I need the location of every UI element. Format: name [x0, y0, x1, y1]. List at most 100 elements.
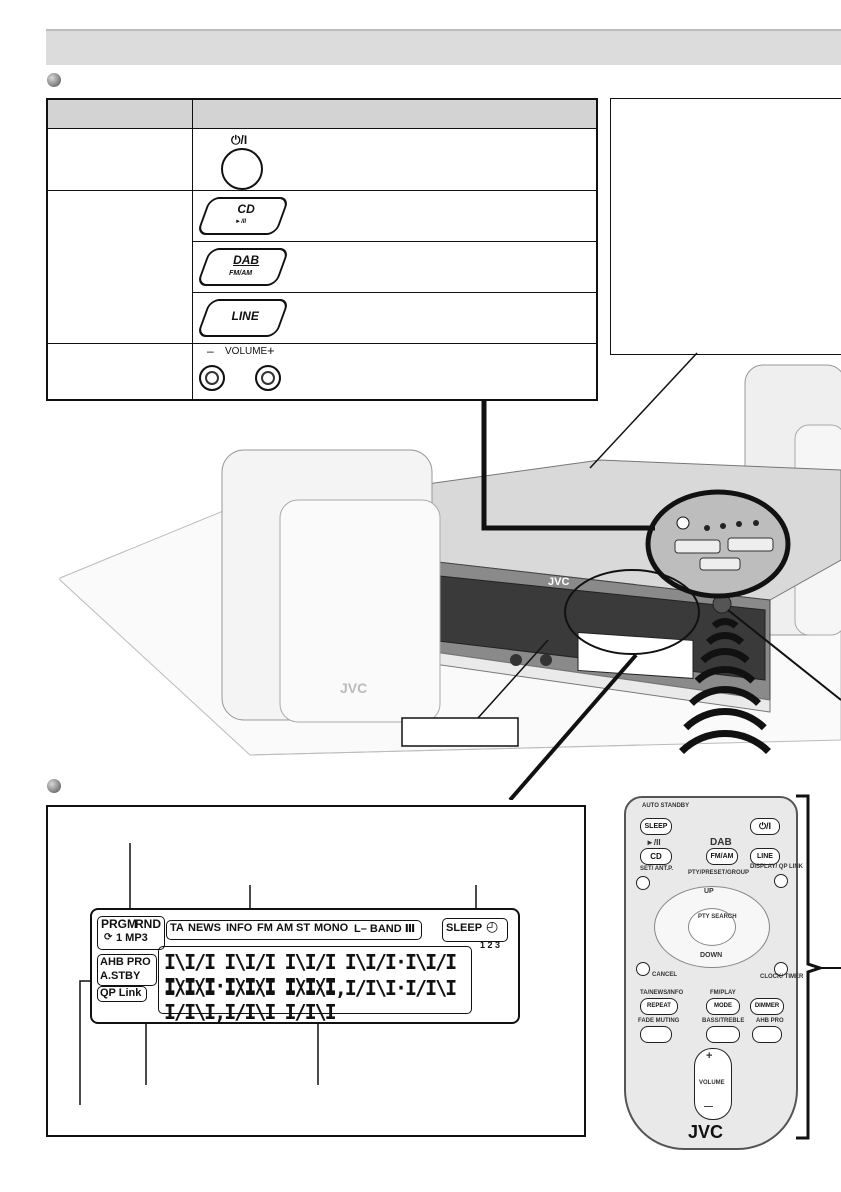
remote-line-button[interactable]: LINE	[750, 848, 780, 865]
sleep-group	[442, 918, 508, 942]
table-row: LINE	[47, 292, 598, 344]
remote-display-label: DISPLAY/ QP LINK	[750, 864, 804, 870]
lcd-rnd: RND	[135, 917, 161, 931]
prgm-rnd-group	[97, 916, 165, 950]
remote-set-label: SET/ ANT.P.	[640, 866, 674, 872]
lcd-lband: L– BAND Ⅲ	[354, 923, 416, 935]
callout-box	[610, 98, 841, 355]
remote-fmplay-label: FM/PLAY	[710, 990, 736, 996]
power-symbol-label: ⏻/I	[231, 132, 248, 147]
system-illustration: JVC JVC	[59, 352, 841, 800]
remote-dimmer-button[interactable]: DIMMER	[750, 998, 784, 1015]
lcd-prgm: PRGM	[101, 917, 137, 931]
left-speaker-front	[279, 499, 441, 723]
remote-display-button[interactable]	[774, 874, 788, 888]
remote-cd-button[interactable]: CD	[640, 848, 672, 865]
unit-jack-icon	[510, 654, 522, 666]
display-highlight	[564, 569, 700, 655]
timer-clock-icon: ◴	[486, 918, 499, 934]
sensor-pointer-line	[727, 609, 841, 701]
qp-link-group	[97, 986, 147, 1002]
table-cell: – VOLUME +	[192, 343, 598, 400]
display-pointer-line	[508, 653, 638, 800]
callout-pointer-line	[589, 352, 698, 469]
remote-ahb-pro-label: AHB PRO	[756, 1018, 784, 1024]
remote-ta-news-label: TA/NEWS/INFO	[640, 990, 684, 996]
section-header-bar	[46, 29, 841, 65]
character-display-group	[158, 946, 472, 1014]
unit-power-icon	[676, 516, 690, 530]
label-pointer-line	[477, 639, 549, 719]
ahb-astby-group	[97, 954, 157, 986]
remote-bass-treble-label: BASS/TREBLE	[702, 1018, 745, 1024]
remote-clock-label: CLOCK/ TIMER	[760, 974, 804, 980]
segment-row-2: I/I\I I/I\I I/I\I,I/I\I·I/I\I I/I\I,I/I\…	[164, 976, 457, 1024]
remote-ahb-pro-button[interactable]	[752, 1026, 782, 1043]
power-button-icon	[221, 147, 263, 190]
remote-cancel-label: CANCEL	[652, 972, 677, 978]
section-bullet-icon	[47, 73, 61, 87]
table-edge	[249, 744, 641, 756]
remote-down-label: DOWN	[700, 952, 723, 959]
lcd-am: AM	[276, 922, 294, 934]
volume-plus-label: +	[267, 343, 275, 359]
remote-pty-search-label: PTY SEARCH	[698, 914, 737, 920]
remote-volume-plus: +	[706, 1050, 713, 1062]
remote-fmam-button[interactable]: FM/AM	[706, 848, 738, 865]
segment-row-1: I\I/I I\I/I I\I/I I\I/I·I\I/I I\I/I·I\I/…	[164, 950, 457, 998]
remote-play-pause-label: ►/II	[646, 838, 661, 847]
remote-bracket	[796, 794, 841, 1140]
lcd-info: INFO	[226, 922, 253, 934]
table-cell: LINE	[192, 292, 598, 344]
remote-repeat-button[interactable]: REPEAT	[640, 998, 678, 1015]
remote-clock-button[interactable]	[774, 962, 788, 976]
tuner-indicator-group	[166, 920, 422, 940]
remote-brand-text: JVC	[688, 1122, 724, 1142]
remote-fade-muting-label: FADE MUTING	[638, 1018, 680, 1024]
lcd-astby: A.STBY	[100, 970, 141, 982]
remote-auto-standby-label: AUTO STANDBY	[642, 803, 690, 809]
remote-up-label: UP	[704, 888, 714, 895]
remote-dab-label: DAB	[710, 837, 732, 848]
lcd-news: NEWS	[188, 922, 221, 934]
speaker-brand-text: JVC	[340, 680, 367, 696]
remote-pty-label: PTY/PRESET/GROUP	[688, 870, 750, 876]
remote-volume-rocker[interactable]	[694, 1048, 732, 1120]
remote-control: AUTO STANDBY SLEEP ⏻/I ►/II DAB CD FM/AM…	[624, 796, 803, 1150]
signal-waves-icon	[640, 618, 800, 798]
remote-volume-minus: —	[704, 1101, 713, 1111]
controls-pointer-line	[481, 400, 655, 531]
lcd-mono: MONO	[314, 922, 349, 934]
volume-up-knob-icon	[255, 365, 281, 392]
unit-brand-text: JVC	[548, 576, 569, 588]
lcd-st: ST	[296, 922, 311, 934]
repeat-icon: ⟳	[104, 932, 113, 943]
remote-bass-treble-button[interactable]	[706, 1026, 740, 1043]
remote-sleep-button[interactable]: SLEEP	[640, 818, 672, 835]
remote-mode-button[interactable]: MODE	[706, 998, 740, 1015]
section-bullet-icon	[47, 779, 61, 793]
lcd-sleep: SLEEP	[446, 922, 483, 934]
volume-down-knob-icon	[199, 365, 225, 392]
table-row: – VOLUME +	[46, 343, 598, 400]
unit-jack-icon	[540, 654, 552, 666]
remote-power-button[interactable]: ⏻/I	[750, 818, 780, 835]
lcd-ta: TA	[170, 922, 184, 934]
remote-volume-label: VOLUME	[699, 1080, 725, 1086]
remote-pty-search-button[interactable]	[688, 908, 736, 946]
lcd-display: PRGM RND ⟳ 1 MP3 TA NEWS INFO FM AM ST M…	[90, 908, 520, 1024]
remote-cancel-button[interactable]	[636, 962, 650, 976]
remote-fade-muting-button[interactable]	[640, 1026, 672, 1043]
table-row: ⏻/I	[46, 128, 598, 191]
lcd-qp-link: QP Link	[100, 987, 142, 999]
remote-set-button[interactable]	[636, 876, 650, 890]
remote-dpad[interactable]	[654, 886, 770, 968]
volume-minus-label: –	[207, 344, 214, 359]
unit-label-box	[401, 717, 519, 747]
controls-table: ⏻/I CD ►/II DAB FM/AM LINE	[46, 98, 598, 401]
lcd-repeat-mp3: 1 MP3	[116, 932, 148, 944]
lcd-timer-numbers: 1 2 3	[480, 940, 501, 950]
volume-label: VOLUME	[225, 346, 268, 358]
lcd-ahb-pro: AHB PRO	[100, 956, 151, 968]
lcd-fm: FM	[257, 922, 273, 934]
